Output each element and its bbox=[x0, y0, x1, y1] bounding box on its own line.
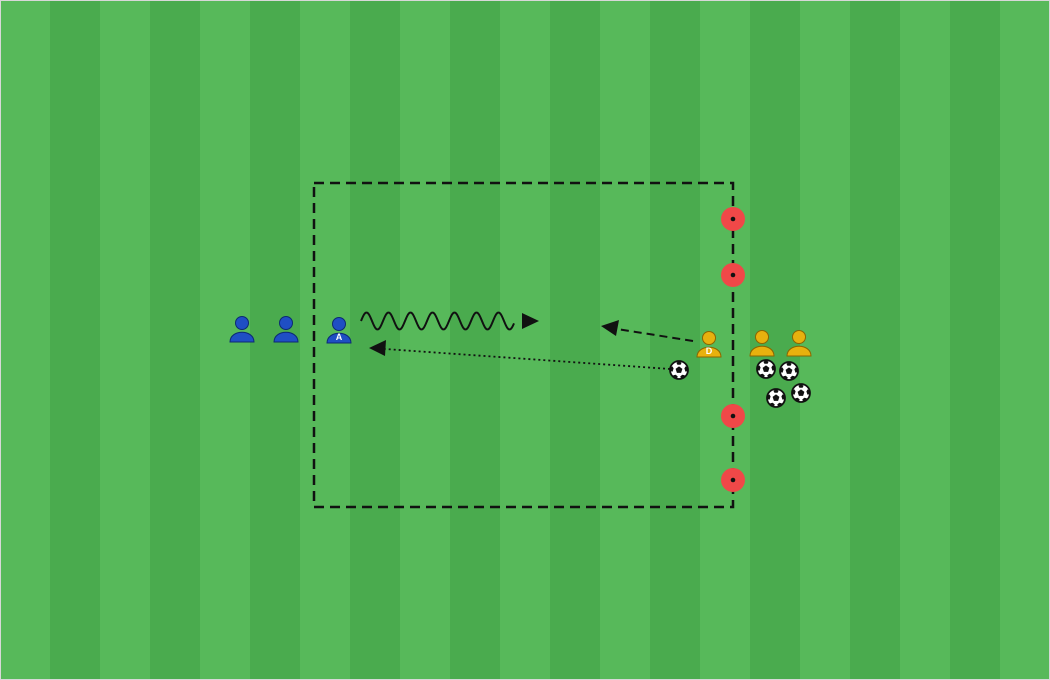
grass-stripe bbox=[400, 0, 450, 680]
dribble-wavy-line bbox=[360, 311, 515, 331]
grass-stripe bbox=[800, 0, 850, 680]
cone bbox=[721, 263, 745, 287]
grass-stripe bbox=[50, 0, 100, 680]
grass-stripe bbox=[550, 0, 600, 680]
grass-stripe bbox=[150, 0, 200, 680]
cone bbox=[721, 207, 745, 231]
cone bbox=[721, 468, 745, 492]
defender-label: D bbox=[706, 346, 713, 356]
defender-run-arrowhead bbox=[601, 320, 619, 336]
soccer-ball-icon bbox=[766, 388, 786, 408]
soccer-ball-icon bbox=[756, 359, 776, 379]
grass-stripe bbox=[350, 0, 400, 680]
grass-stripe bbox=[450, 0, 500, 680]
grass-stripe bbox=[500, 0, 550, 680]
grass-stripe bbox=[600, 0, 650, 680]
drill-area-boundary bbox=[312, 181, 735, 509]
grass-stripe bbox=[850, 0, 900, 680]
grass-stripe bbox=[100, 0, 150, 680]
dribble-arrowhead bbox=[522, 313, 539, 329]
pass-arrowhead bbox=[369, 340, 386, 356]
soccer-ball-icon bbox=[669, 360, 689, 380]
cone bbox=[721, 404, 745, 428]
grass-stripe bbox=[1000, 0, 1050, 680]
grass-stripe bbox=[900, 0, 950, 680]
grass-stripe bbox=[950, 0, 1000, 680]
soccer-ball-icon bbox=[791, 383, 811, 403]
grass-stripe bbox=[0, 0, 50, 680]
attacker-label: A bbox=[336, 332, 343, 342]
soccer-ball-icon bbox=[779, 361, 799, 381]
